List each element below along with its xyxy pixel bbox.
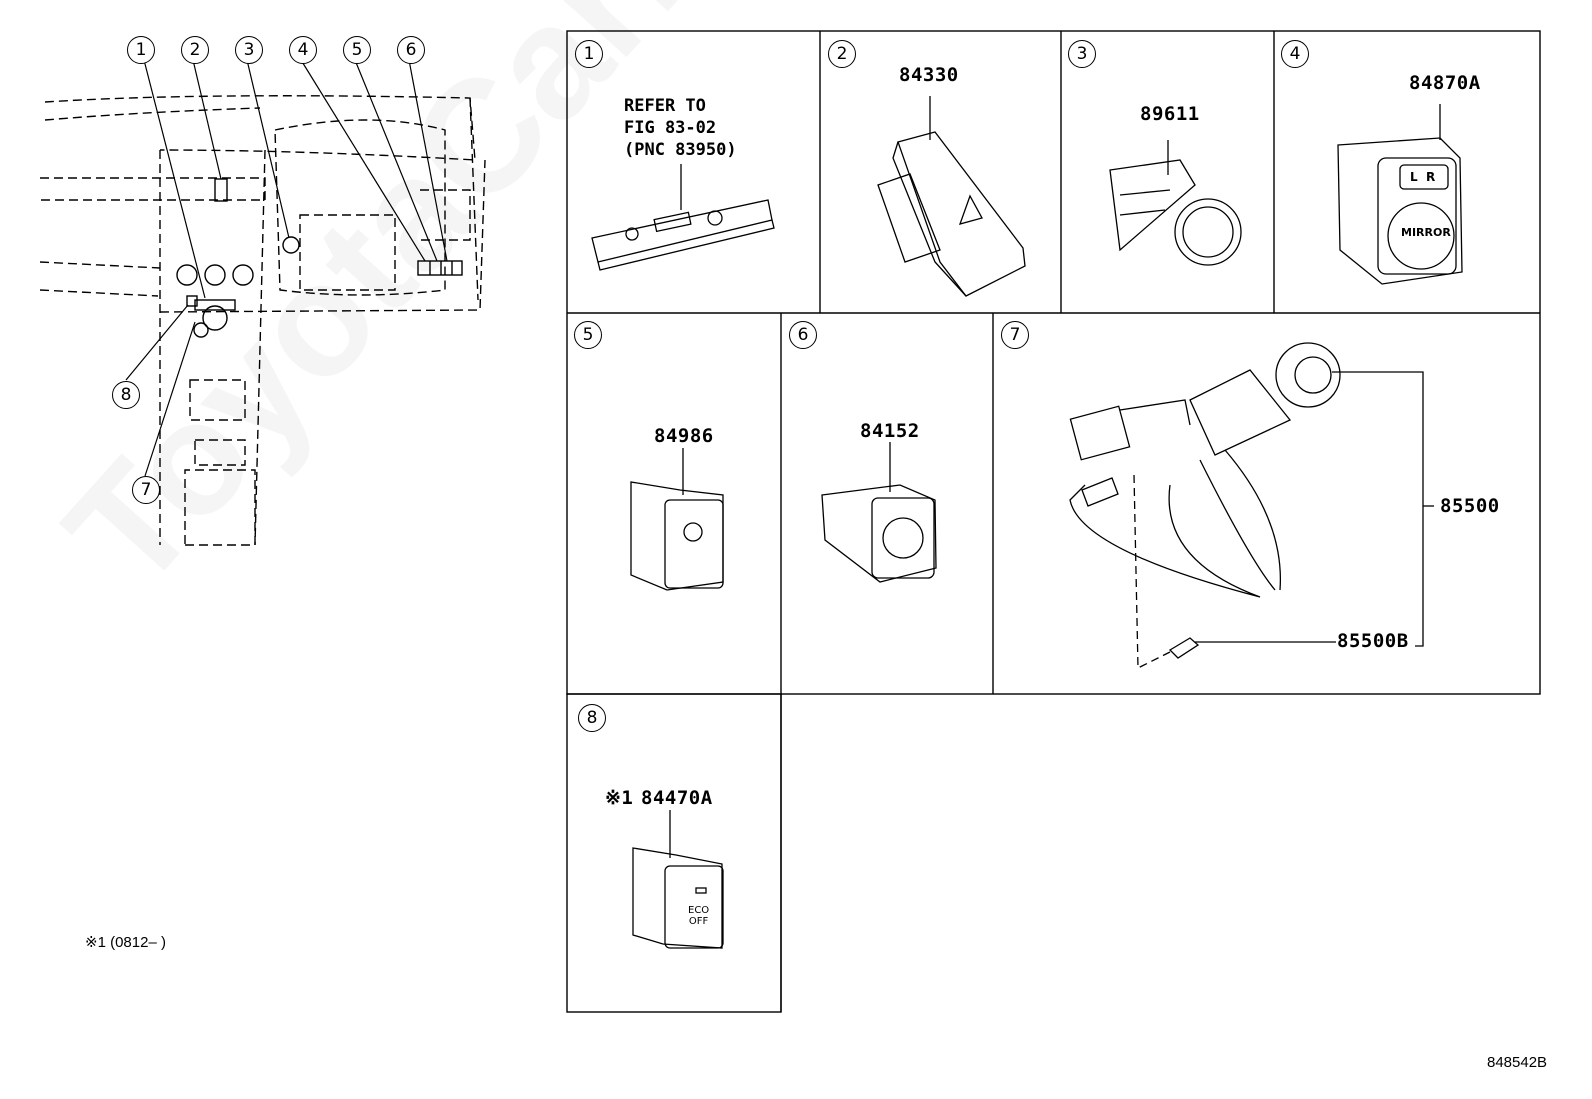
dashboard-overview-drawing xyxy=(39,59,486,546)
panel-5-number: 5 xyxy=(574,321,602,349)
applicability-mark: ※1 xyxy=(605,787,634,809)
panel-4-number: 4 xyxy=(1281,40,1309,68)
part-number-89611: 89611 xyxy=(1140,103,1200,125)
panel-1-number: 1 xyxy=(575,40,603,68)
panel-8-number: 8 xyxy=(578,704,606,732)
callout-6: 6 xyxy=(397,36,425,64)
lr-selector-label: L R xyxy=(1410,170,1436,184)
mirror-label: MIRROR xyxy=(1401,226,1451,239)
footnote: ※1 (0812– ) xyxy=(85,934,166,951)
callout-7: 7 xyxy=(132,476,160,504)
eco-off-label: ECO OFF xyxy=(688,905,710,927)
part-number-85500: 85500 xyxy=(1440,495,1500,517)
part-number-84986: 84986 xyxy=(654,425,714,447)
part-number-84470a: 84470A xyxy=(641,787,713,809)
panel-3-number: 3 xyxy=(1068,40,1096,68)
callout-1: 1 xyxy=(127,36,155,64)
callout-8: 8 xyxy=(112,381,140,409)
part-number-84870a: 84870A xyxy=(1409,72,1481,94)
panel-2-number: 2 xyxy=(828,40,856,68)
panel-6-number: 6 xyxy=(789,321,817,349)
callout-5: 5 xyxy=(343,36,371,64)
part-number-84330: 84330 xyxy=(899,64,959,86)
callout-4: 4 xyxy=(289,36,317,64)
part-number-85500b: 85500B xyxy=(1337,630,1409,652)
panel-7-number: 7 xyxy=(1001,321,1029,349)
part-number-84152: 84152 xyxy=(860,420,920,442)
callout-2: 2 xyxy=(181,36,209,64)
panel-1-reference-note: REFER TO FIG 83-02 (PNC 83950) xyxy=(624,96,737,160)
callout-3: 3 xyxy=(235,36,263,64)
diagram-code: 848542B xyxy=(1487,1054,1548,1071)
